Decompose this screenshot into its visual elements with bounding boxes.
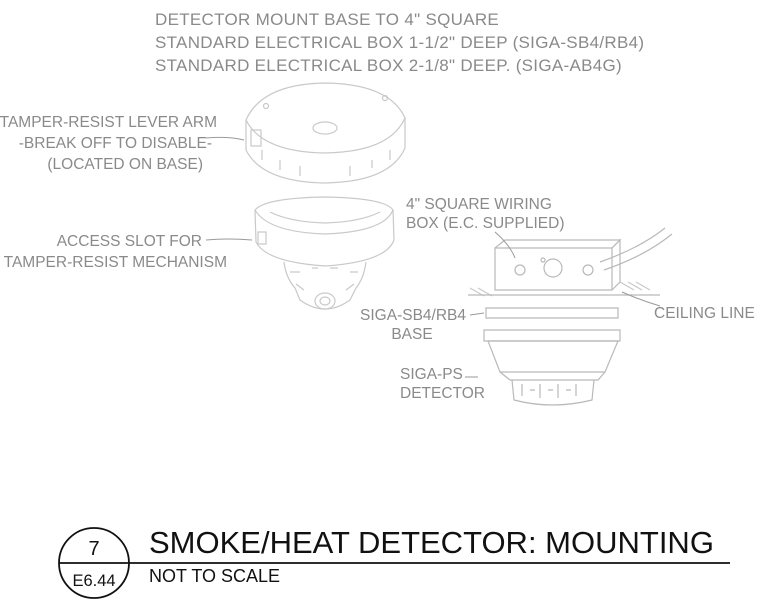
ceiling-line-label: CEILING LINE bbox=[654, 305, 755, 322]
detector-head-illustration bbox=[254, 196, 395, 310]
wiring-box-illustration bbox=[468, 227, 673, 297]
base-model-label: SIGA-SB4/RB4 bbox=[360, 307, 466, 324]
header-note-line-3: STANDARD ELECTRICAL BOX 2-1/8" DEEP. (SI… bbox=[155, 56, 622, 75]
detail-title: SMOKE/HEAT DETECTOR: MOUNTING bbox=[149, 525, 714, 560]
detector-label: DETECTOR bbox=[400, 385, 485, 402]
access-slot-callout: ACCESS SLOT FOR TAMPER-RESIST MECHANISM bbox=[4, 233, 227, 271]
leader-lines bbox=[205, 136, 661, 378]
detector-callout: SIGA-PS DETECTOR bbox=[400, 366, 485, 402]
detector-side-illustration bbox=[483, 329, 621, 406]
scale-note: NOT TO SCALE bbox=[149, 566, 280, 586]
tamper-lever-line-2: -BREAK OFF TO DISABLE- bbox=[19, 135, 212, 152]
base-callout: SIGA-SB4/RB4 BASE bbox=[360, 307, 466, 343]
wiring-box-callout: 4" SQUARE WIRING BOX (E.C. SUPPLIED) bbox=[406, 196, 564, 232]
tamper-lever-callout: TAMPER-RESIST LEVER ARM -BREAK OFF TO DI… bbox=[0, 114, 217, 173]
wiring-box-line-1: 4" SQUARE WIRING bbox=[406, 196, 552, 213]
tamper-lever-line-3: (LOCATED ON BASE) bbox=[47, 156, 203, 173]
detector-model-label: SIGA-PS bbox=[400, 366, 463, 383]
title-block: 7 E6.44 SMOKE/HEAT DETECTOR: MOUNTING NO… bbox=[58, 525, 730, 599]
mounting-base-illustration bbox=[245, 82, 406, 184]
base-label: BASE bbox=[391, 326, 432, 343]
base-plate-illustration bbox=[485, 307, 619, 319]
sheet-number: E6.44 bbox=[72, 572, 115, 590]
tamper-lever-line-1: TAMPER-RESIST LEVER ARM bbox=[0, 114, 217, 131]
header-note-line-2: STANDARD ELECTRICAL BOX 1-1/2" DEEP (SIG… bbox=[155, 33, 644, 52]
wiring-box-line-2: BOX (E.C. SUPPLIED) bbox=[406, 215, 564, 232]
access-slot-line-1: ACCESS SLOT FOR bbox=[57, 233, 202, 250]
header-note-line-1: DETECTOR MOUNT BASE TO 4" SQUARE bbox=[155, 10, 499, 29]
header-notes: DETECTOR MOUNT BASE TO 4" SQUARE STANDAR… bbox=[155, 10, 644, 75]
detail-number: 7 bbox=[88, 538, 99, 560]
access-slot-line-2: TAMPER-RESIST MECHANISM bbox=[4, 254, 227, 271]
